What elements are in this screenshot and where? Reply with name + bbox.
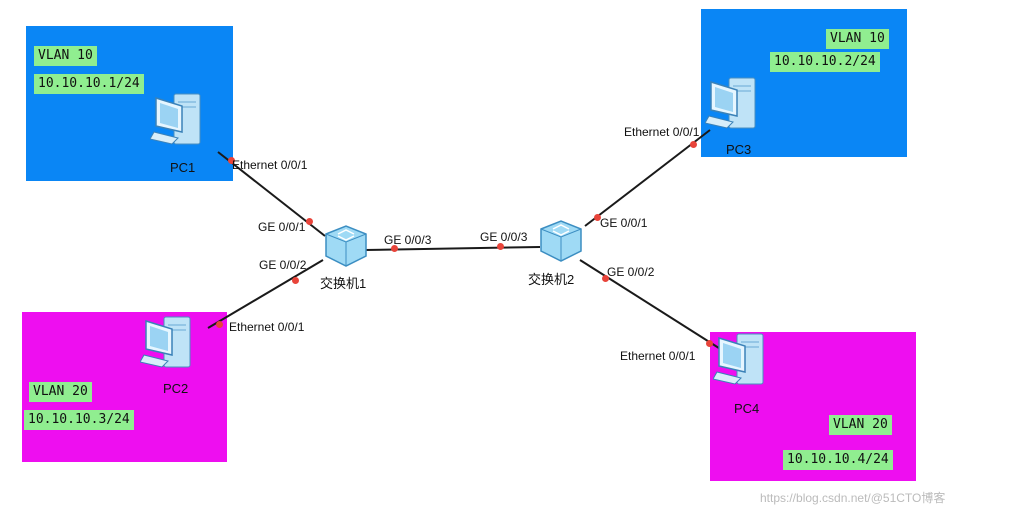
pc1-port-label: Ethernet 0/0/1 — [232, 158, 308, 172]
pc2-port-label: Ethernet 0/0/1 — [229, 320, 305, 334]
port-dot-pc3 — [690, 141, 697, 148]
port-dot-pc1 — [228, 157, 235, 164]
pc4-vlan-tag: VLAN 20 — [829, 415, 892, 435]
sw1-ge002-label: GE 0/0/2 — [259, 258, 307, 272]
watermark: https://blog.csdn.net/@51CTO博客 — [760, 491, 946, 505]
pc3-port-label: Ethernet 0/0/1 — [624, 125, 700, 139]
sw2-ge001-label: GE 0/0/1 — [600, 216, 648, 230]
port-dot-sw2-ge003 — [497, 243, 504, 250]
pc4-name-label: PC4 — [734, 401, 760, 416]
pc4-ip-tag: 10.10.10.4/24 — [783, 450, 893, 470]
sw1-ge003-label: GE 0/0/3 — [384, 233, 432, 247]
link-sw2-pc3 — [584, 129, 711, 227]
switch1-name-label: 交换机1 — [320, 276, 367, 291]
link-pc2-sw1 — [207, 259, 324, 329]
port-dot-sw1-ge002 — [292, 277, 299, 284]
pc3-vlan-tag: VLAN 10 — [826, 29, 889, 49]
pc-icon — [150, 93, 201, 145]
pc3-ip-tag: 10.10.10.2/24 — [770, 52, 880, 72]
pc1-ip-tag: 10.10.10.1/24 — [34, 74, 144, 94]
sw1-ge001-label: GE 0/0/1 — [258, 220, 306, 234]
pc2-vlan-tag: VLAN 20 — [29, 382, 92, 402]
port-dot-sw1-ge003 — [391, 245, 398, 252]
port-dot-pc4 — [706, 340, 713, 347]
switch2-name-label: 交换机2 — [528, 272, 575, 287]
pc1-name-label: PC1 — [170, 160, 196, 175]
port-dot-sw2-ge001 — [594, 214, 601, 221]
port-dot-sw2-ge002 — [602, 275, 609, 282]
port-dot-sw1-ge001 — [306, 218, 313, 225]
switch-icon — [325, 225, 367, 267]
switch-icon — [540, 220, 582, 262]
port-dot-pc2 — [216, 321, 223, 328]
pc2-name-label: PC2 — [163, 381, 189, 396]
pc2-ip-tag: 10.10.10.3/24 — [24, 410, 134, 430]
pc4-port-label: Ethernet 0/0/1 — [620, 349, 696, 363]
pc-icon — [705, 77, 756, 129]
pc-icon — [140, 316, 191, 368]
sw2-ge002-label: GE 0/0/2 — [607, 265, 655, 279]
pc3-name-label: PC3 — [726, 142, 752, 157]
pc1-vlan-tag: VLAN 10 — [34, 46, 97, 66]
sw2-ge003-label: GE 0/0/3 — [480, 230, 528, 244]
pc-icon — [713, 333, 764, 385]
